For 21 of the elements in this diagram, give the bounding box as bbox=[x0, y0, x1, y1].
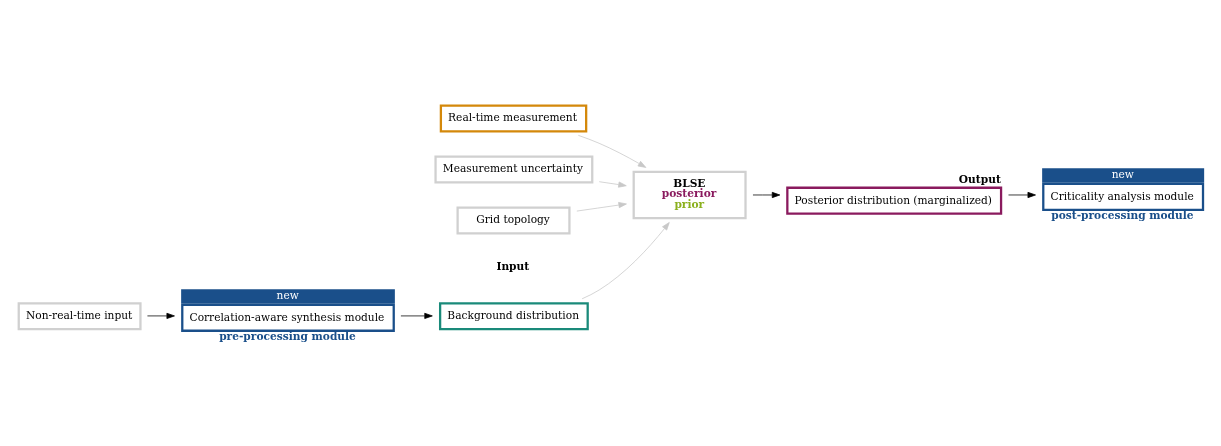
arrow bbox=[1008, 191, 1036, 198]
arrow bbox=[577, 134, 647, 168]
arrow bbox=[147, 312, 175, 319]
arrow bbox=[752, 191, 781, 198]
node-label: new bbox=[276, 288, 299, 302]
node-label: new bbox=[1111, 167, 1134, 181]
arrow bbox=[598, 180, 627, 188]
arrow bbox=[400, 312, 433, 319]
node-box: Measurement uncertainty bbox=[434, 154, 594, 184]
arrow bbox=[581, 221, 670, 299]
node-box: Posterior distribution (marginalized) bbox=[786, 186, 1003, 215]
node-box: Grid topology bbox=[456, 205, 571, 235]
node-label: post-processing module bbox=[1051, 208, 1194, 222]
node-label: Output bbox=[958, 172, 1001, 186]
node-box: Real-time measurement bbox=[439, 103, 588, 133]
label: Input bbox=[496, 259, 530, 273]
node-box: Non-real-time input bbox=[17, 301, 142, 330]
node-label: pre-processing module bbox=[219, 329, 356, 343]
node-box: Background distribution bbox=[439, 301, 589, 330]
arrow bbox=[576, 201, 627, 211]
node-box: BLSE posterior prior bbox=[632, 170, 747, 219]
